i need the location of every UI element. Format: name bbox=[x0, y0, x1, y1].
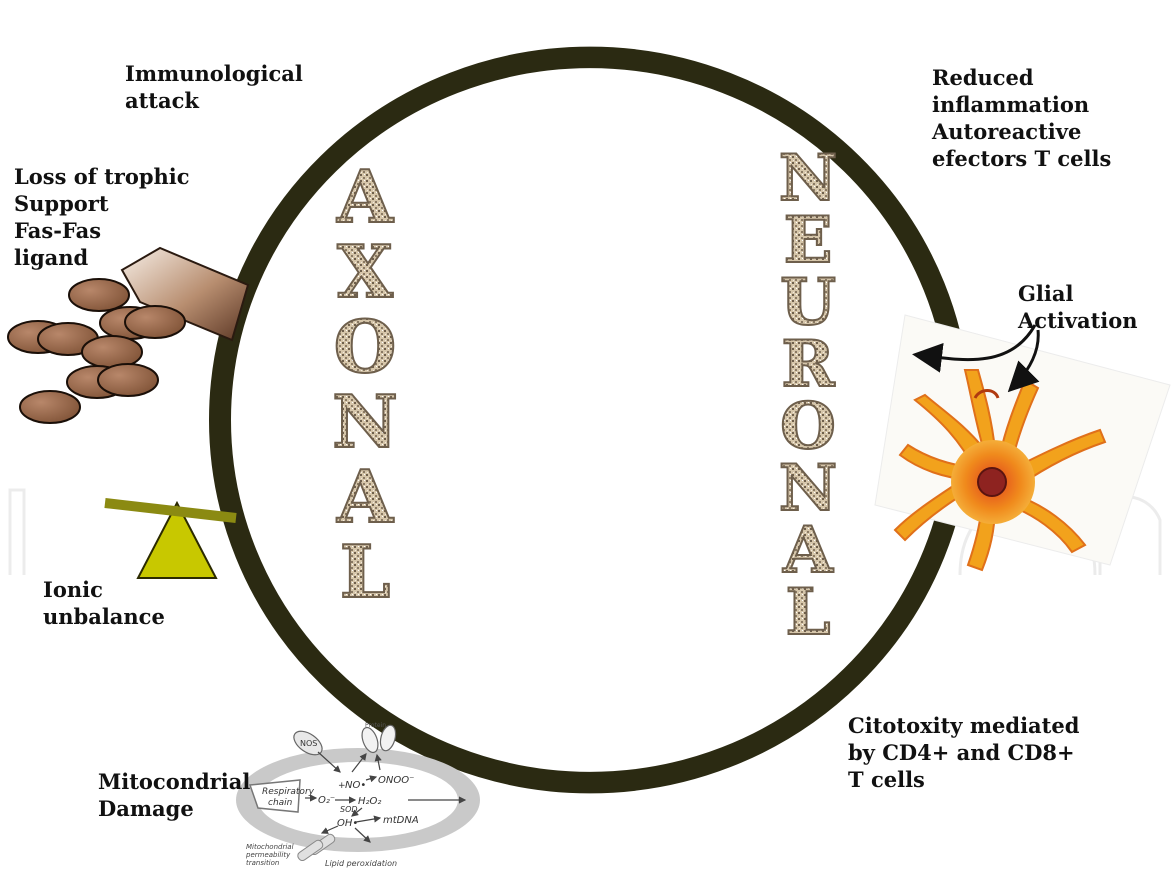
glia-nucleus bbox=[978, 468, 1006, 496]
label-immunological-attack: Immunological attack bbox=[125, 60, 303, 114]
axonal-letter: N bbox=[332, 379, 398, 464]
mito-lipid: Lipid peroxidation bbox=[325, 859, 397, 868]
cell bbox=[20, 391, 80, 423]
mito-no: NO• bbox=[345, 780, 366, 791]
cell bbox=[98, 364, 158, 396]
label-loss-of-trophic-support: Loss of trophic Support Fas-Fas ligand bbox=[14, 163, 190, 271]
mito-sod: SOD bbox=[340, 805, 358, 814]
label-mitocondrial-damage: Mitocondrial Damage bbox=[98, 768, 250, 822]
axonal-letter: A bbox=[336, 154, 394, 239]
mito-h2o2: H₂O₂ bbox=[358, 796, 381, 807]
neuronal-letter: L bbox=[786, 575, 831, 650]
axonal-letter: L bbox=[340, 529, 391, 614]
axonal-letter: A bbox=[336, 454, 394, 539]
mito-mpt-3: transition bbox=[246, 859, 279, 867]
mito-oh: OH• bbox=[337, 818, 358, 829]
mito-protein: Protein bbox=[365, 722, 386, 729]
label-ionic-unbalance: Ionic unbalance bbox=[43, 576, 165, 630]
label-reduced-inflammation: Reduced inflammation Autoreactive efecto… bbox=[932, 64, 1111, 172]
cell bbox=[69, 279, 129, 311]
mito-mpt-2: permeability bbox=[245, 851, 291, 859]
label-citotoxity: Citotoxity mediated by CD4+ and CD8+ T c… bbox=[848, 712, 1079, 793]
glial-cell-image bbox=[875, 315, 1170, 570]
mito-respiratory-1: Respiratory bbox=[262, 787, 315, 797]
mito-respiratory-2: chain bbox=[268, 798, 293, 808]
cell bbox=[125, 306, 185, 338]
mito-o2: O₂⁻ bbox=[318, 795, 335, 806]
mito-onoo: ONOO⁻ bbox=[378, 775, 414, 786]
ionic-balance bbox=[105, 503, 236, 578]
axonal-letter: O bbox=[334, 304, 397, 389]
mito-nos: NOS bbox=[300, 739, 317, 748]
mito-mtdna: mtDNA bbox=[383, 815, 419, 826]
main-ring bbox=[220, 57, 960, 782]
axonal-letter: X bbox=[337, 229, 393, 314]
label-glial-activation: Glial Activation bbox=[1018, 280, 1138, 334]
mito-mpt-1: Mitochondrial bbox=[246, 843, 294, 851]
